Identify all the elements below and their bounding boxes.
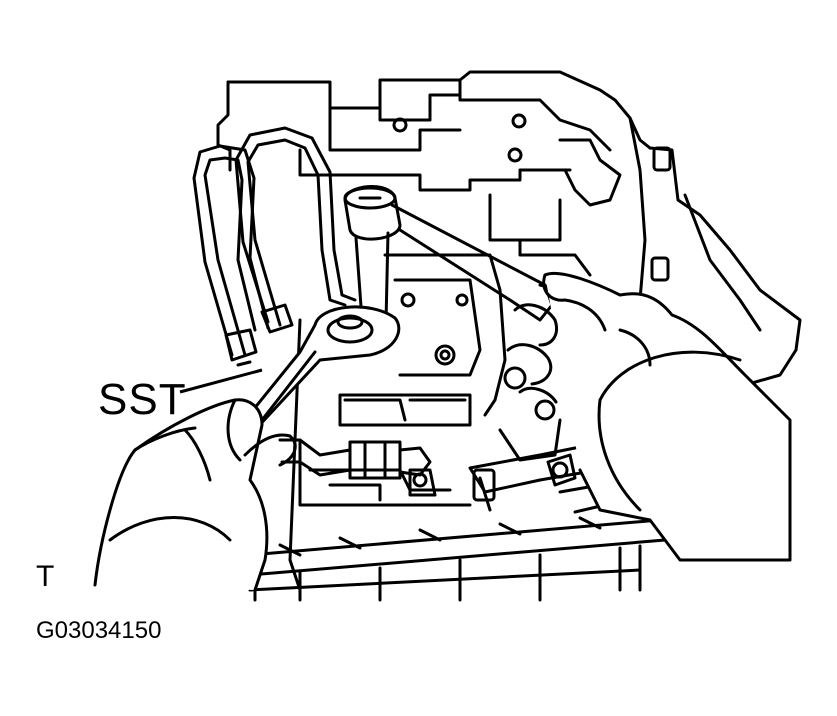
view-mark-label: T: [36, 560, 55, 593]
right-hand: [506, 271, 792, 562]
sst-callout-label: SST: [98, 375, 187, 424]
pipe-fitting: [278, 438, 432, 480]
oil-cooler-pipes: [192, 126, 357, 367]
special-service-tool-wrench: [243, 305, 401, 432]
socket-wrench: [343, 184, 562, 324]
left-hand: [93, 398, 297, 592]
figure-code-label: G03034150: [36, 617, 162, 644]
housing-outline: [216, 70, 802, 387]
